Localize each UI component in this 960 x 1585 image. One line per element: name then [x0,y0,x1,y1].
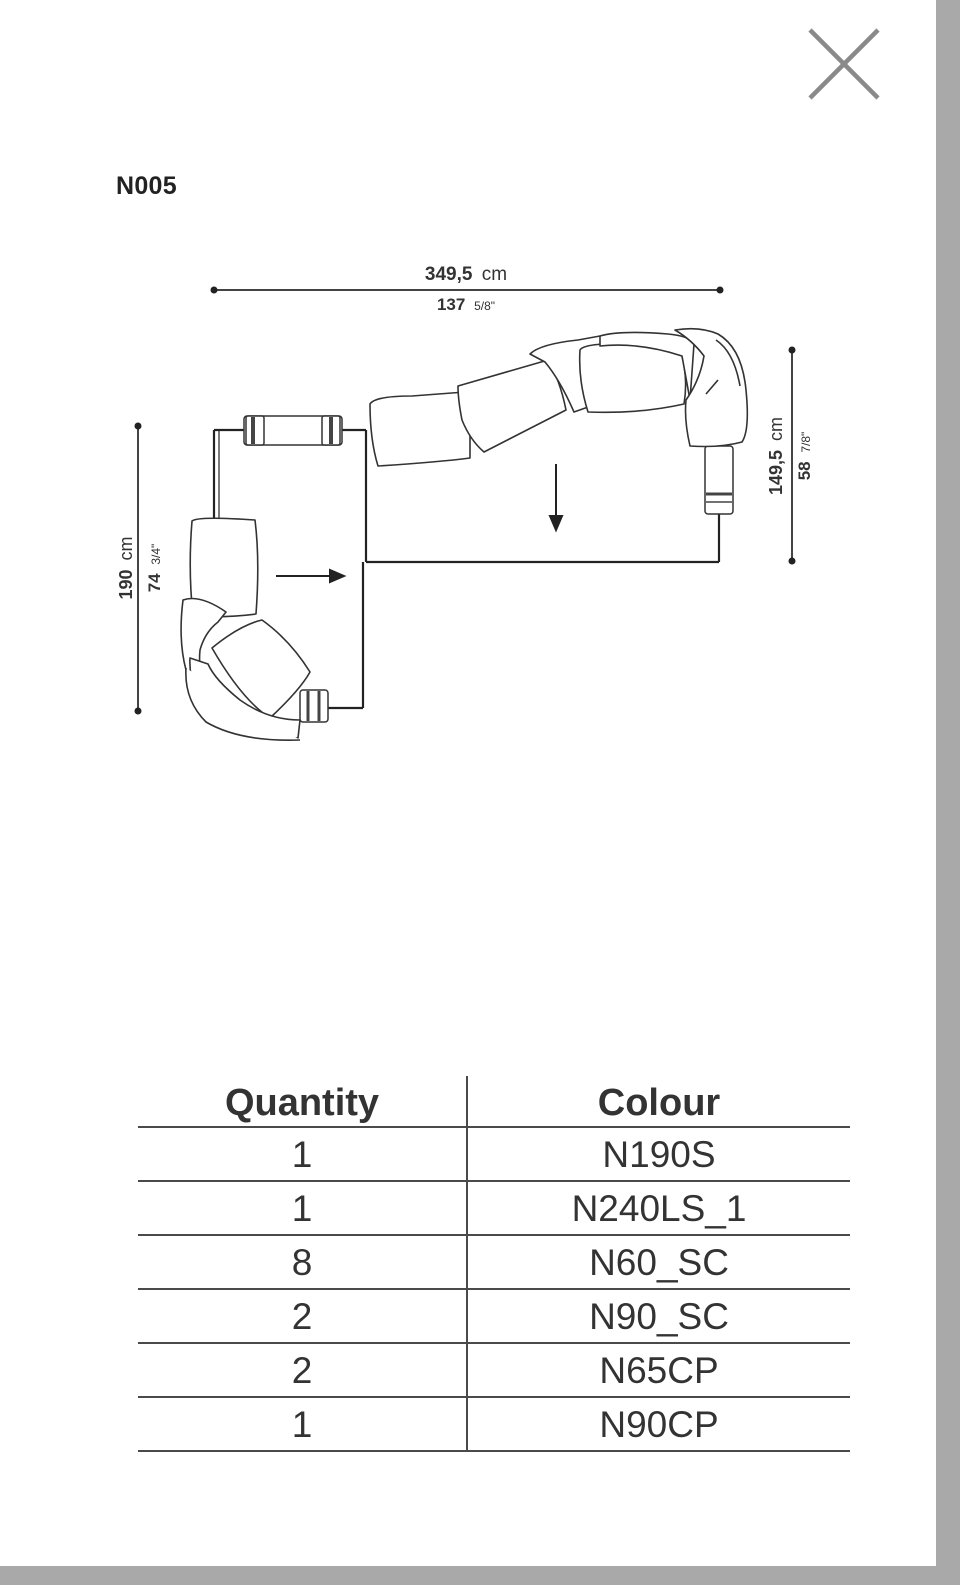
left-depth-dimension: 190 cm 74 3/4" [116,422,164,715]
table-row: 1 N240LS_1 [138,1181,850,1236]
right-depth-cm-unit: cm [766,417,786,441]
quantity-cell: 8 [138,1235,468,1290]
right-depth-cm: 149,5 [766,450,786,495]
bottom-frame [0,1566,960,1585]
bolster-top [243,415,343,446]
sofa-frame [212,428,721,710]
colour-cell: N60_SC [467,1235,850,1290]
sofa-floor-plan: 349,5 cm 137 5/8" 149,5 cm 58 7/8" 190 c… [116,264,814,741]
quantity-cell: 1 [138,1127,468,1182]
quantity-cell: 2 [138,1289,468,1344]
cushions-top [369,327,749,467]
svg-text:349,5 cm: 349,5 cm [425,264,507,285]
svg-text:149,5 cm: 149,5 cm [766,417,786,495]
colour-cell: N190S [467,1127,850,1182]
width-cm-unit: cm [482,264,507,285]
colour-cell: N65CP [467,1343,850,1398]
left-depth-cm-unit: cm [116,536,136,560]
quantity-cell: 1 [138,1181,468,1236]
width-dimension: 349,5 cm 137 5/8" [210,264,724,314]
svg-text:74 3/4": 74 3/4" [145,544,164,593]
right-depth-in-frac: 7/8" [799,432,813,453]
cushions-left [180,517,311,741]
table-header-row: Quantity Colour [138,1076,850,1128]
table-row: 1 N190S [138,1127,850,1182]
table-row: 8 N60_SC [138,1235,850,1290]
scrollbar[interactable] [936,0,960,1585]
product-code: N005 [116,172,177,200]
width-in-frac: 5/8" [474,299,495,313]
close-icon [808,28,880,100]
table-row: 2 N65CP [138,1343,850,1398]
bolster-bottom [299,689,329,723]
left-depth-in: 74 [145,573,164,592]
width-in: 137 [437,295,465,314]
left-depth-in-frac: 3/4" [149,544,163,565]
colour-header: Colour [467,1076,850,1128]
colour-cell: N240LS_1 [467,1181,850,1236]
quantity-cell: 2 [138,1343,468,1398]
quantity-cell: 1 [138,1397,468,1452]
quantity-header: Quantity [138,1076,468,1128]
width-cm: 349,5 [425,264,473,285]
colour-cell: N90CP [467,1397,850,1452]
left-depth-cm: 190 [116,569,136,599]
svg-text:190 cm: 190 cm [116,536,136,599]
colour-cell: N90_SC [467,1289,850,1344]
svg-text:137 5/8": 137 5/8" [437,295,495,314]
right-depth-in: 58 [795,461,814,480]
table-row: 2 N90_SC [138,1289,850,1344]
composition-table: Quantity Colour 1 N190S 1 N240LS_1 8 N60… [138,1076,850,1452]
svg-text:58 7/8": 58 7/8" [795,432,814,481]
close-button[interactable] [800,22,888,110]
table-row: 1 N90CP [138,1397,850,1452]
right-depth-dimension: 149,5 cm 58 7/8" [766,346,814,565]
bolster-right [704,445,734,515]
seating-direction-arrows [276,464,564,584]
